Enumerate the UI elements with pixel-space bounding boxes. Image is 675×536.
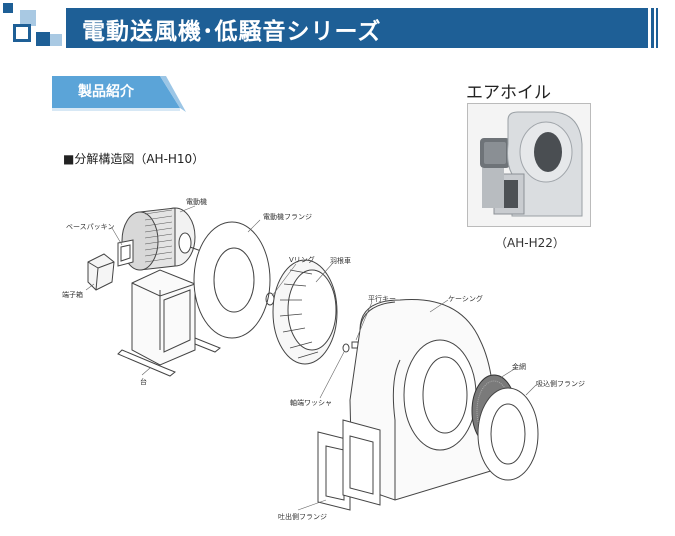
label-motor: 電動機 xyxy=(186,198,207,206)
page-title: 電動送風機･低騒音シリーズ xyxy=(82,19,382,45)
label-suction-flange: 吸込側フランジ xyxy=(536,380,585,388)
header-end-stripe xyxy=(656,8,658,48)
label-base-packing: ベースパッキン xyxy=(66,223,115,231)
label-wire-mesh: 金網 xyxy=(512,363,526,371)
label-washer: 軸端ワッシャ xyxy=(290,399,332,407)
motor-flange-drawing xyxy=(193,221,271,339)
label-terminal-box: 端子箱 xyxy=(62,291,83,299)
label-casing: ケーシング xyxy=(448,295,483,303)
section-tab xyxy=(52,76,186,112)
diagram-title: ■分解構造図（AH-H10） xyxy=(63,152,205,166)
label-v-ring: Vリング xyxy=(289,256,315,264)
exploded-diagram xyxy=(85,205,539,511)
label-motor-flange: 電動機フランジ xyxy=(263,213,312,221)
terminal-box-drawing xyxy=(87,253,115,291)
header-bar xyxy=(66,8,648,48)
product-photo xyxy=(467,103,591,227)
label-impeller: 羽根車 xyxy=(330,257,351,265)
stand-drawing xyxy=(117,269,221,377)
section-tab-label: 製品紹介 xyxy=(78,84,134,100)
label-parallel-key: 平行キー xyxy=(368,295,396,303)
washer-drawing xyxy=(342,343,350,353)
suction-flange-drawing xyxy=(477,387,539,481)
logo-square-outline xyxy=(13,24,31,42)
logo-square-light-top xyxy=(20,10,36,26)
header-end-stripe xyxy=(651,8,654,48)
photo-caption: （AH-H22） xyxy=(495,236,565,250)
base-packing-drawing xyxy=(117,239,134,267)
logo-square-dark-bottom xyxy=(36,32,50,46)
logo-square-dark-top xyxy=(3,3,13,13)
casing-drawing xyxy=(349,299,495,501)
label-stand: 台 xyxy=(140,378,147,386)
photo-title: エアホイル xyxy=(466,83,551,103)
motor-drawing xyxy=(121,207,216,271)
discharge-flange-drawing xyxy=(317,419,381,511)
label-discharge-flange: 吐出側フランジ xyxy=(278,513,327,521)
impeller-drawing xyxy=(272,259,338,365)
logo-square-light-bottom xyxy=(50,34,62,46)
